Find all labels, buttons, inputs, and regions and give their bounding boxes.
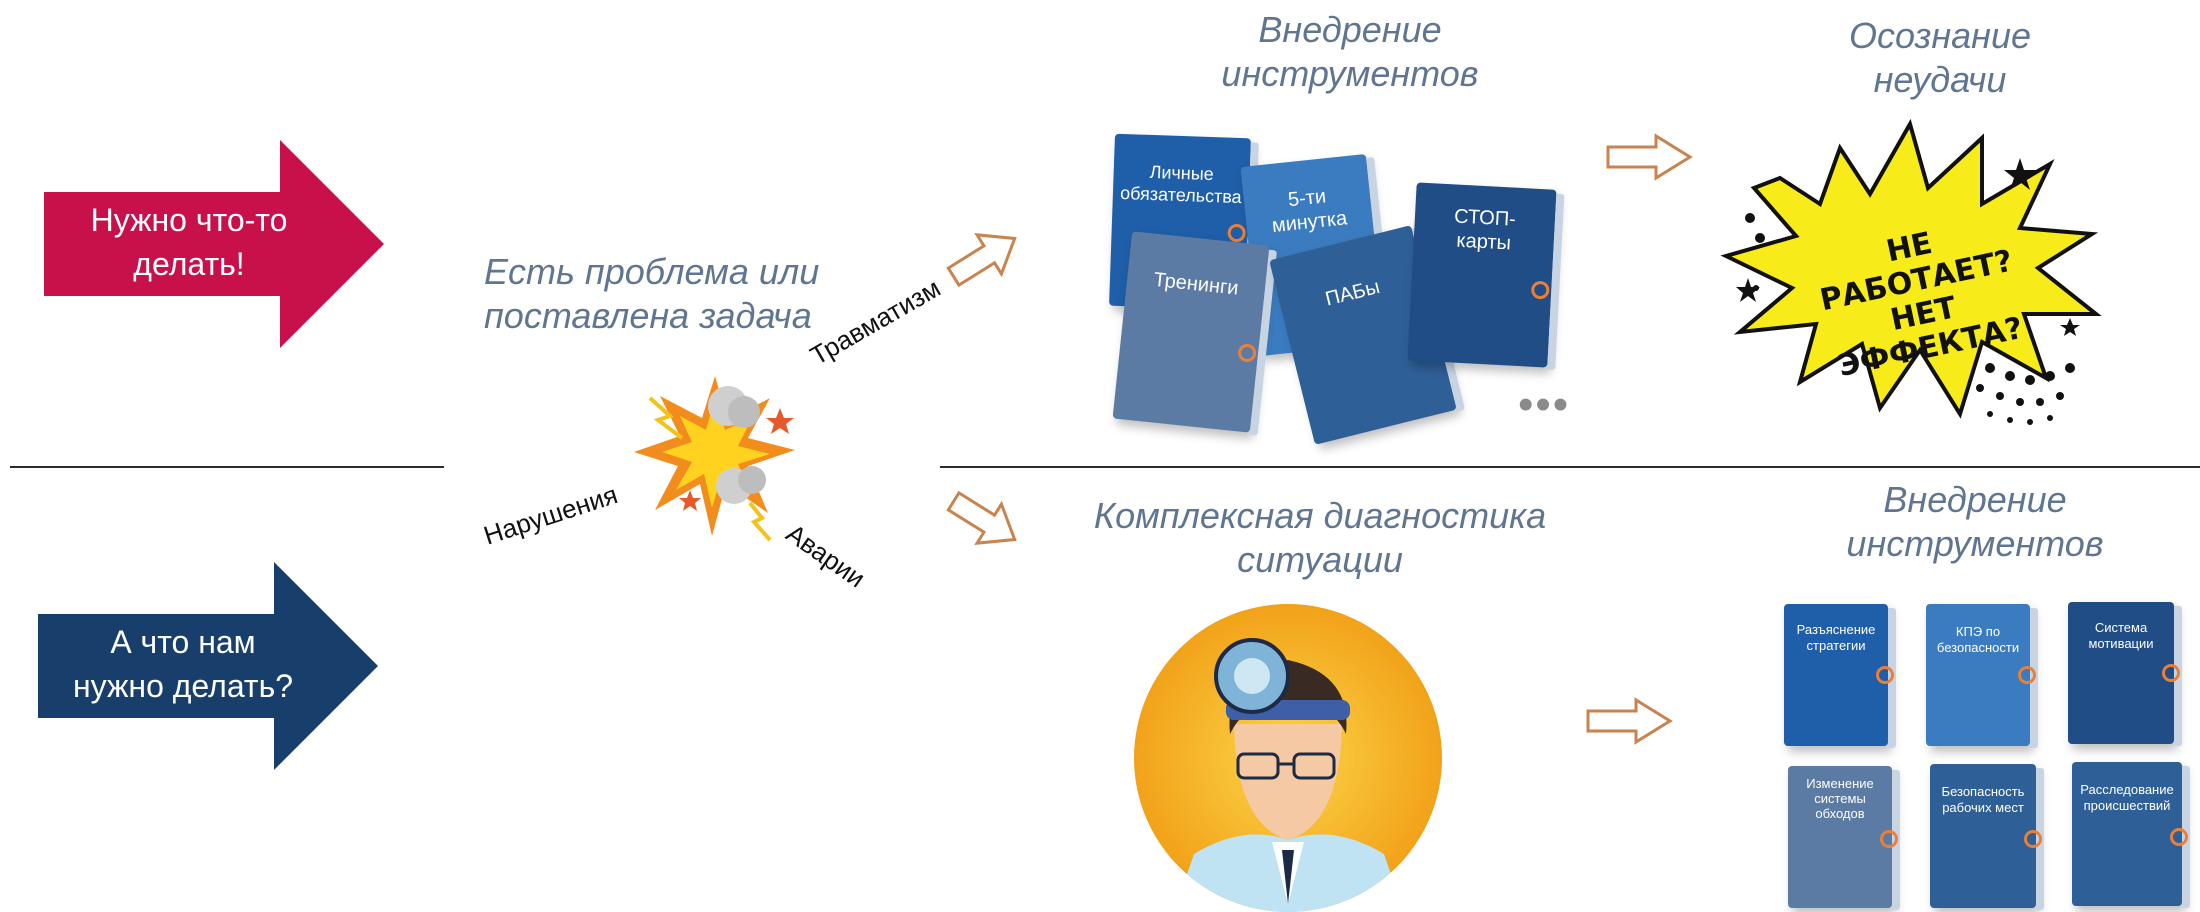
folder-label: ПАБы xyxy=(1323,275,1383,311)
folder-label: Тренинги xyxy=(1152,268,1240,300)
problem-title: Есть проблема или поставлена задача xyxy=(484,251,820,336)
folder-motivation: Система мотивации xyxy=(2068,602,2182,746)
explosion-icon xyxy=(634,376,795,542)
folder-label: Безопасность рабочих мест xyxy=(1941,784,2025,815)
divider-left xyxy=(10,466,444,468)
failure-title: Осознание неудачи xyxy=(1848,15,2032,100)
clip-icon xyxy=(1227,223,1246,243)
clip-icon xyxy=(1876,666,1894,684)
folder-label: 5-ти минутка xyxy=(1270,185,1349,238)
need-action-label: Нужно что-то делать! xyxy=(90,202,288,282)
doctor-illustration-icon xyxy=(1134,604,1442,912)
label-accidents: Аварии xyxy=(780,518,871,594)
folder-incidents: Расследование происшествий xyxy=(2072,762,2190,908)
folder-stop-cards: СТОП- карты xyxy=(1407,182,1557,368)
clip-icon xyxy=(2170,828,2188,846)
more-dots: ••• xyxy=(1518,380,1571,429)
clip-icon xyxy=(2024,830,2042,848)
arrow-right-top-icon xyxy=(1606,133,1693,181)
clip-icon xyxy=(1880,830,1898,848)
folder-kpi: КПЭ по безопасности xyxy=(1926,604,2038,748)
diagnostics-title: Комплексная диагностика ситуации xyxy=(1093,495,1547,580)
what-to-do-label: А что нам нужно делать? xyxy=(72,624,294,704)
what-to-do-arrow: А что нам нужно делать? xyxy=(38,562,378,770)
navy-block-arrow-icon xyxy=(38,562,378,770)
folder-label: Личные обязательства xyxy=(1119,161,1243,208)
label-violations: Нарушения xyxy=(480,479,622,551)
divider-right xyxy=(940,466,2200,468)
clip-icon xyxy=(1530,280,1550,300)
folder-rounds: Изменение системы обходов xyxy=(1788,766,1900,910)
folder-label: КПЭ по безопасности xyxy=(1936,624,2020,655)
clip-icon xyxy=(2162,664,2180,682)
folder-trainings: Тренинги xyxy=(1112,231,1270,433)
red-block-arrow-icon xyxy=(44,140,384,348)
folder-label: Разъяснение стратегии xyxy=(1796,622,1876,653)
top-tools-title: Внедрение инструментов xyxy=(1221,9,1479,94)
folder-label: Система мотивации xyxy=(2088,620,2154,651)
clip-icon xyxy=(2018,666,2036,684)
arrow-up-right-icon xyxy=(946,233,1017,288)
comic-burst-icon xyxy=(1720,118,2102,425)
clip-icon xyxy=(1237,343,1258,363)
need-action-arrow: Нужно что-то делать! xyxy=(44,140,384,348)
folder-workplace-safety: Безопасность рабочих мест xyxy=(1930,764,2044,910)
folder-label: Изменение системы обходов xyxy=(1806,776,1874,821)
arrow-right-bottom-icon xyxy=(1586,697,1673,745)
bottom-tools-title: Внедрение инструментов xyxy=(1846,479,2104,564)
folder-label: Расследование происшествий xyxy=(2080,782,2174,813)
arrow-down-right-icon xyxy=(946,490,1017,545)
folder-strategy: Разъяснение стратегии xyxy=(1784,604,1896,748)
folder-label: СТОП- карты xyxy=(1453,205,1517,255)
